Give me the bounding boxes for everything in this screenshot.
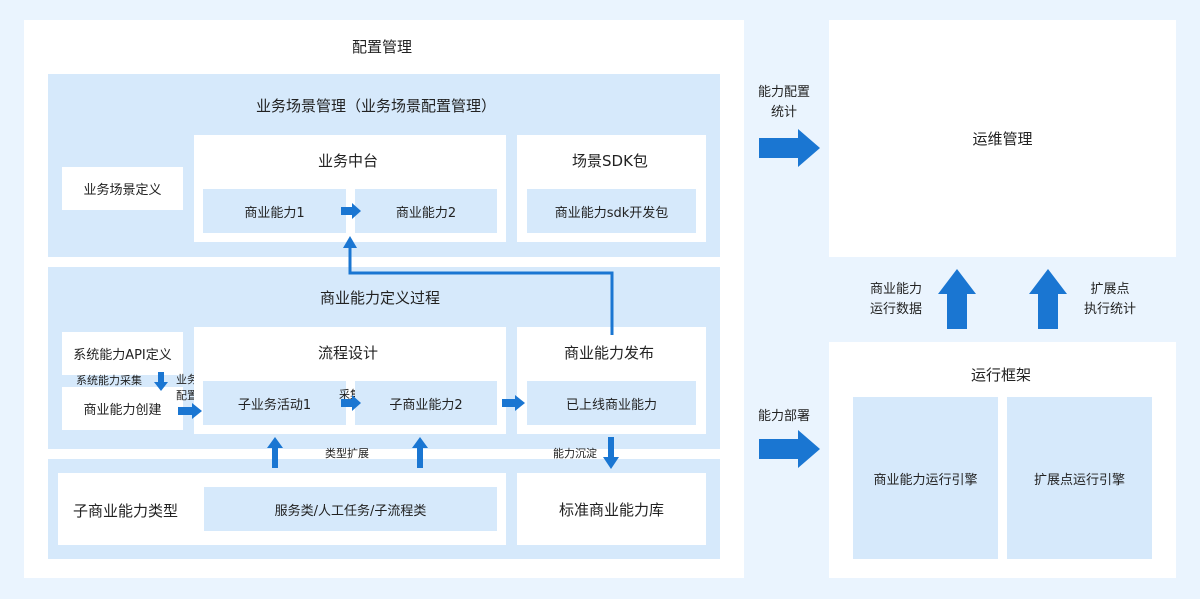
capability-1-box: 商业能力1 [203,189,346,233]
capability-stats-arrow [759,129,820,167]
sub-capability-types-list: 服务类/人工任务/子流程类 [204,487,497,531]
capability-stats-label: 能力配置 统计 [758,85,811,120]
scenario-management-title: 业务场景管理（业务场景配置管理） [256,97,497,115]
runtime-data-label: 商业能力 运行数据 [870,282,923,317]
type-extend-arrow-left [267,437,283,468]
system-collect-arrow [154,372,168,391]
sub-capability-types-title: 子商业能力类型 [73,502,179,520]
type-extend-arrow-right [412,437,428,468]
sdk-package-box: 商业能力sdk开发包 [527,189,696,233]
capability-sink-label: 能力沉淀 [553,447,597,460]
runtime-data-up-arrow [938,269,976,329]
flow-design-title: 流程设计 [318,344,379,362]
system-api-definition-box: 系统能力API定义 [62,332,183,375]
publish-to-platform-head [343,236,357,248]
scenario-definition-box: 业务场景定义 [62,167,183,210]
sub-activity-box: 子业务活动1 [203,381,346,425]
business-config-label: 业务 配置 [176,373,198,402]
capability-deploy-arrow [759,430,820,468]
extension-engine-box: 扩展点运行引擎 [1007,397,1152,559]
cap1-to-cap2-arrow [341,203,361,219]
ops-management-panel: 运维管理 [829,20,1176,257]
subcap-to-online-arrow [502,395,525,411]
type-extend-label: 类型扩展 [325,447,369,460]
config-to-activity-arrow [178,403,202,419]
sub-capability-2-box: 子商业能力2 [355,381,497,425]
standard-capability-library-box: 标准商业能力库 [517,473,706,545]
scenario-sdk-title: 场景SDK包 [572,152,648,170]
system-capability-collect-label: 系统能力采集 [76,374,142,387]
extension-stats-label: 扩展点 执行统计 [1084,282,1137,317]
capability-sink-arrow [603,437,619,469]
runtime-framework-title: 运行框架 [971,366,1032,384]
activity-to-subcap-arrow [341,395,361,411]
publish-to-platform-line [348,247,614,335]
capability-engine-box: 商业能力运行引擎 [853,397,998,559]
capability-publish-title: 商业能力发布 [564,344,655,362]
extension-stats-up-arrow [1029,269,1067,329]
capability-deploy-label: 能力部署 [758,409,811,424]
capability-2-box: 商业能力2 [355,189,497,233]
capability-create-box: 商业能力创建 [62,387,183,430]
online-capability-box: 已上线商业能力 [527,381,696,425]
definition-process-title: 商业能力定义过程 [320,289,441,307]
middle-platform-title: 业务中台 [318,152,379,170]
config-management-title: 配置管理 [352,38,413,56]
